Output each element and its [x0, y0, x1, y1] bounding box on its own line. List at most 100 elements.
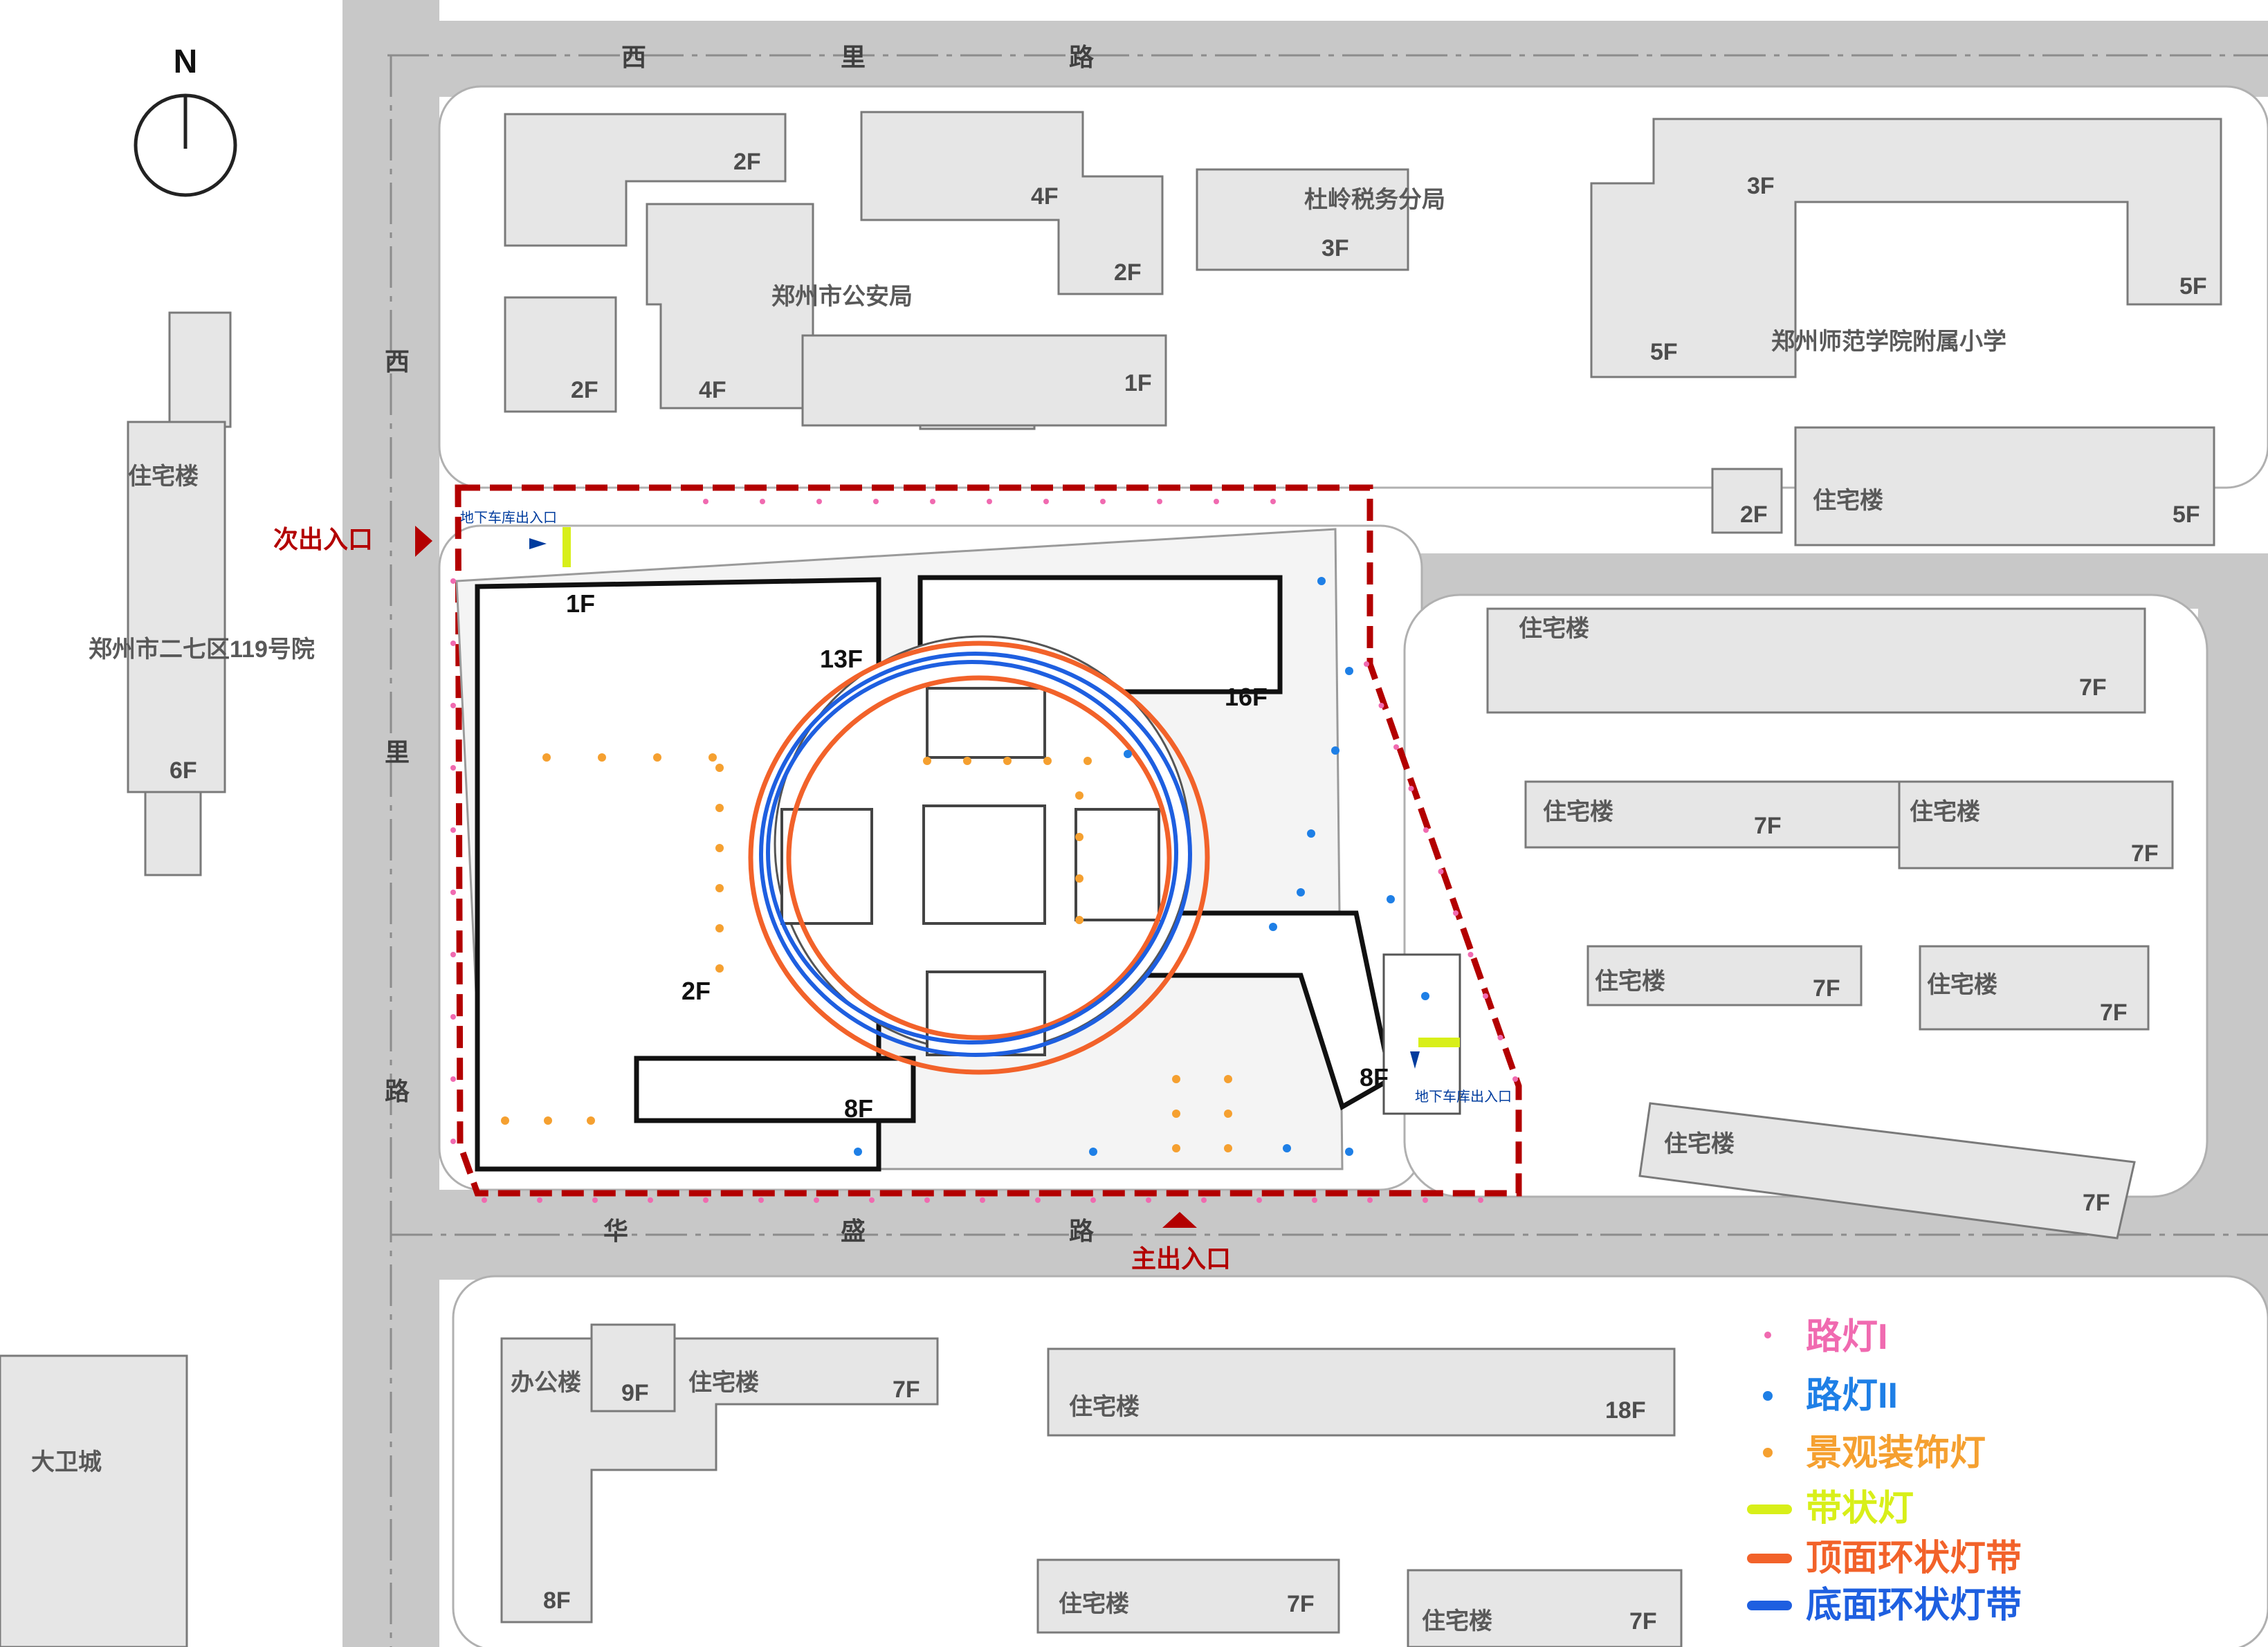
street-light-2	[1421, 992, 1429, 1000]
street-light-1	[873, 499, 879, 504]
street-light-1	[980, 1197, 985, 1203]
street-light-1	[450, 952, 456, 957]
road-west-char-3: 路	[385, 1077, 410, 1105]
street-light-1	[1035, 1197, 1041, 1203]
street-light-1	[1157, 499, 1162, 504]
street-light-1	[450, 765, 456, 771]
street-light-1	[1201, 1197, 1207, 1203]
landscape-light	[715, 884, 724, 892]
floor-label: 7F	[1287, 1591, 1315, 1617]
landscape-light	[963, 757, 971, 765]
road-north-char-3: 路	[1069, 43, 1095, 71]
landscape-light	[1224, 1075, 1232, 1083]
street-light-1	[1497, 1035, 1503, 1040]
landscape-light	[501, 1116, 509, 1125]
landscape-light	[1075, 916, 1083, 924]
north-label: N	[174, 44, 198, 80]
landscape-light	[598, 753, 606, 762]
street-light-1	[592, 1197, 598, 1203]
floor-label: 4F	[699, 377, 726, 403]
landscape-light	[1083, 757, 1092, 765]
road-north-char-1: 西	[621, 43, 646, 71]
street-light-2	[1387, 895, 1395, 903]
bldg-n-4b	[919, 424, 1036, 430]
street-light-1	[1438, 869, 1444, 874]
label-tax: 杜岭税务分局	[1304, 187, 1445, 213]
street-light-1	[450, 827, 456, 833]
bldg-dawei	[0, 1354, 188, 1647]
street-light-1	[450, 1076, 456, 1082]
landscape-light	[1172, 1144, 1180, 1152]
bldg-n-3	[860, 111, 1164, 295]
ring-lights	[748, 641, 1210, 1075]
label-office: 办公楼	[511, 1370, 581, 1396]
street-light-1	[537, 1197, 542, 1203]
floor-label: 7F	[2083, 1190, 2110, 1216]
floor-label: 3F	[1322, 235, 1349, 261]
main-entrance-label: 主出入口	[1131, 1244, 1231, 1273]
floor-label: 1F	[1124, 370, 1152, 396]
road-south-char-2: 盛	[841, 1217, 866, 1245]
road-south-char-3: 路	[1069, 1217, 1095, 1245]
floor-label: 3F	[1747, 173, 1775, 199]
bldg-res-e6	[1638, 1102, 2136, 1240]
site-floor-label: 8F	[1360, 1063, 1389, 1092]
legend-street-light-2-icon	[1763, 1391, 1773, 1401]
label-police: 郑州市公安局	[771, 283, 913, 310]
street-light-1	[450, 578, 456, 584]
label-compound-119: 郑州市二七区119号院	[89, 636, 315, 663]
site-floor-label: 2F	[682, 977, 711, 1005]
street-light-1	[703, 499, 708, 504]
floor-label: 5F	[2173, 502, 2200, 528]
street-light-1	[450, 703, 456, 708]
legend-strip-light: 带状灯	[1806, 1489, 1914, 1529]
garage-2-arrow-icon	[1410, 1051, 1420, 1069]
street-light-1	[1146, 1197, 1151, 1203]
floor-label: 9F	[621, 1380, 649, 1406]
landscape-light	[587, 1116, 595, 1125]
ring-top-inner	[786, 675, 1172, 1040]
label-res-e1: 住宅楼	[1519, 615, 1589, 642]
label-res-s2: 住宅楼	[1059, 1590, 1129, 1617]
street-light-1	[1100, 499, 1106, 504]
street-light-1	[1393, 744, 1399, 750]
legend-strip-light-icon	[1747, 1505, 1792, 1514]
bldg-police	[646, 203, 814, 410]
landscape-light	[1003, 757, 1012, 765]
ring-bottom-1	[759, 652, 1192, 1057]
floor-label: 2F	[733, 149, 761, 175]
bldg-res-s3	[1407, 1569, 1683, 1647]
floor-label: 7F	[893, 1377, 920, 1403]
street-light-2	[854, 1148, 862, 1156]
street-light-1	[987, 499, 992, 504]
site-floor-label: 16F	[1225, 683, 1268, 711]
label-res-e5: 住宅楼	[1927, 971, 1997, 998]
legend-street-light-1: 路灯I	[1806, 1317, 1887, 1357]
landscape-light	[715, 844, 724, 852]
main-entrance-arrow-icon	[1162, 1212, 1197, 1228]
site-floor-label: 13F	[820, 645, 863, 673]
landscape-light	[715, 924, 724, 932]
label-res-e4: 住宅楼	[1595, 968, 1665, 995]
floor-label: 6F	[170, 757, 197, 784]
street-light-1	[1423, 827, 1429, 833]
landscape-light	[544, 1116, 552, 1125]
ring-top-outer	[748, 641, 1210, 1075]
street-light-1	[703, 1197, 708, 1203]
street-light-1	[1378, 703, 1384, 708]
site-floor-label: 8F	[844, 1094, 873, 1123]
legend-bottom-ring: 底面环状灯带	[1806, 1585, 2022, 1626]
bldg-n-2	[504, 296, 617, 413]
street-light-1	[1512, 1076, 1518, 1082]
street-light-1	[1453, 910, 1458, 916]
landscape-light	[708, 753, 717, 762]
site-floor-label: 1F	[566, 589, 595, 618]
label-res-s3: 住宅楼	[1422, 1608, 1492, 1635]
street-light-2	[1317, 577, 1326, 585]
street-light-1	[1090, 1197, 1096, 1203]
label-res-s1: 住宅楼	[1069, 1393, 1140, 1420]
floor-label: 7F	[2100, 1000, 2128, 1026]
floor-label: 5F	[2179, 273, 2207, 300]
